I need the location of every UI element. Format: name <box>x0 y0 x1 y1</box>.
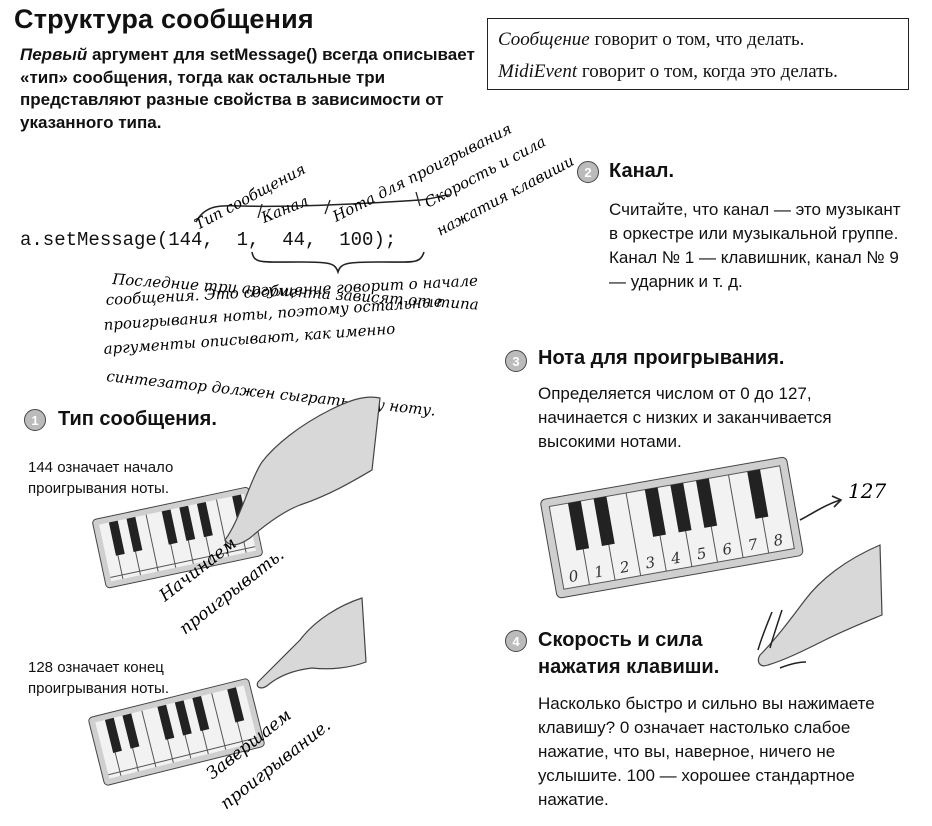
label-divider-3 <box>415 191 421 207</box>
section-3-number: 3 <box>505 350 527 372</box>
intro-paragraph: Первый аргумент для setMessage() всегда … <box>20 44 480 134</box>
section-3-body: Определяется числом от 0 до 127, начинае… <box>538 384 832 451</box>
hand-velocity <box>757 544 883 667</box>
hand-note-off <box>256 597 367 689</box>
key-number-4: 4 <box>669 549 683 569</box>
keyboard-numbered: 0 1 2 3 4 5 6 7 8 <box>540 456 804 599</box>
intro-text: аргумент для setMessage() всегда описыва… <box>20 45 475 132</box>
label-bracket <box>195 194 451 223</box>
section-1-number: 1 <box>24 409 46 431</box>
key-number-3: 3 <box>644 553 657 572</box>
key-number-1: 1 <box>593 562 606 581</box>
info-box-text-1: говорит о том, что делать. <box>589 29 805 50</box>
section-2-heading: Канал. <box>609 160 675 182</box>
section-1-heading: Тип сообщения. <box>58 408 217 430</box>
section-2-number: 2 <box>577 161 599 183</box>
key-number-5: 5 <box>695 544 708 563</box>
info-box-text-2: говорит о том, когда это делать. <box>577 61 838 82</box>
key-number-7: 7 <box>747 535 760 554</box>
info-box-line-1: Сообщение говорит о том, что делать. <box>498 29 804 51</box>
intro-lead: Первый <box>20 45 88 64</box>
key-number-6: 6 <box>721 539 734 558</box>
hand-note-on <box>224 396 381 546</box>
section-4-body: Насколько быстро и сильно вы нажимаете к… <box>538 694 875 809</box>
key-number-8: 8 <box>772 531 785 550</box>
section-4-heading-2: нажатия клавиши. <box>538 656 720 678</box>
keyboard-note-off <box>88 678 265 786</box>
info-box-em-1: Сообщение <box>498 29 590 50</box>
section-2-body: Считайте, что канал — это музыкант в орк… <box>609 200 901 291</box>
info-box-em-2: MidiEvent <box>498 61 578 82</box>
label-divider-1 <box>257 203 263 219</box>
label-divider-2 <box>324 199 331 215</box>
section-4-number: 4 <box>505 630 527 652</box>
keyboard-note-on <box>92 486 263 589</box>
key-number-0: 0 <box>567 567 580 586</box>
page-title: Структура сообщения <box>14 4 314 34</box>
arrow-127 <box>799 499 841 521</box>
motion-line-1 <box>757 611 773 651</box>
key-number-2: 2 <box>618 558 632 578</box>
code-line: a.setMessage(144, 1, 44, 100); <box>20 229 397 251</box>
note-off-text: 128 означает конец проигрывания ноты. <box>28 659 169 697</box>
info-box-line-2: MidiEvent говорит о том, когда это делат… <box>498 61 838 83</box>
motion-line-3 <box>779 661 807 669</box>
note-on-text: 144 означает начало проигрывания ноты. <box>28 459 174 497</box>
motion-line-2 <box>769 609 783 649</box>
max-note-label: 127 <box>848 479 886 503</box>
section-4-heading-1: Скорость и сила <box>538 629 703 651</box>
info-box: Сообщение говорит о том, что делать. Mid… <box>487 18 909 90</box>
section-3-heading: Нота для проигрывания. <box>538 347 785 369</box>
argument-brace <box>251 251 425 275</box>
